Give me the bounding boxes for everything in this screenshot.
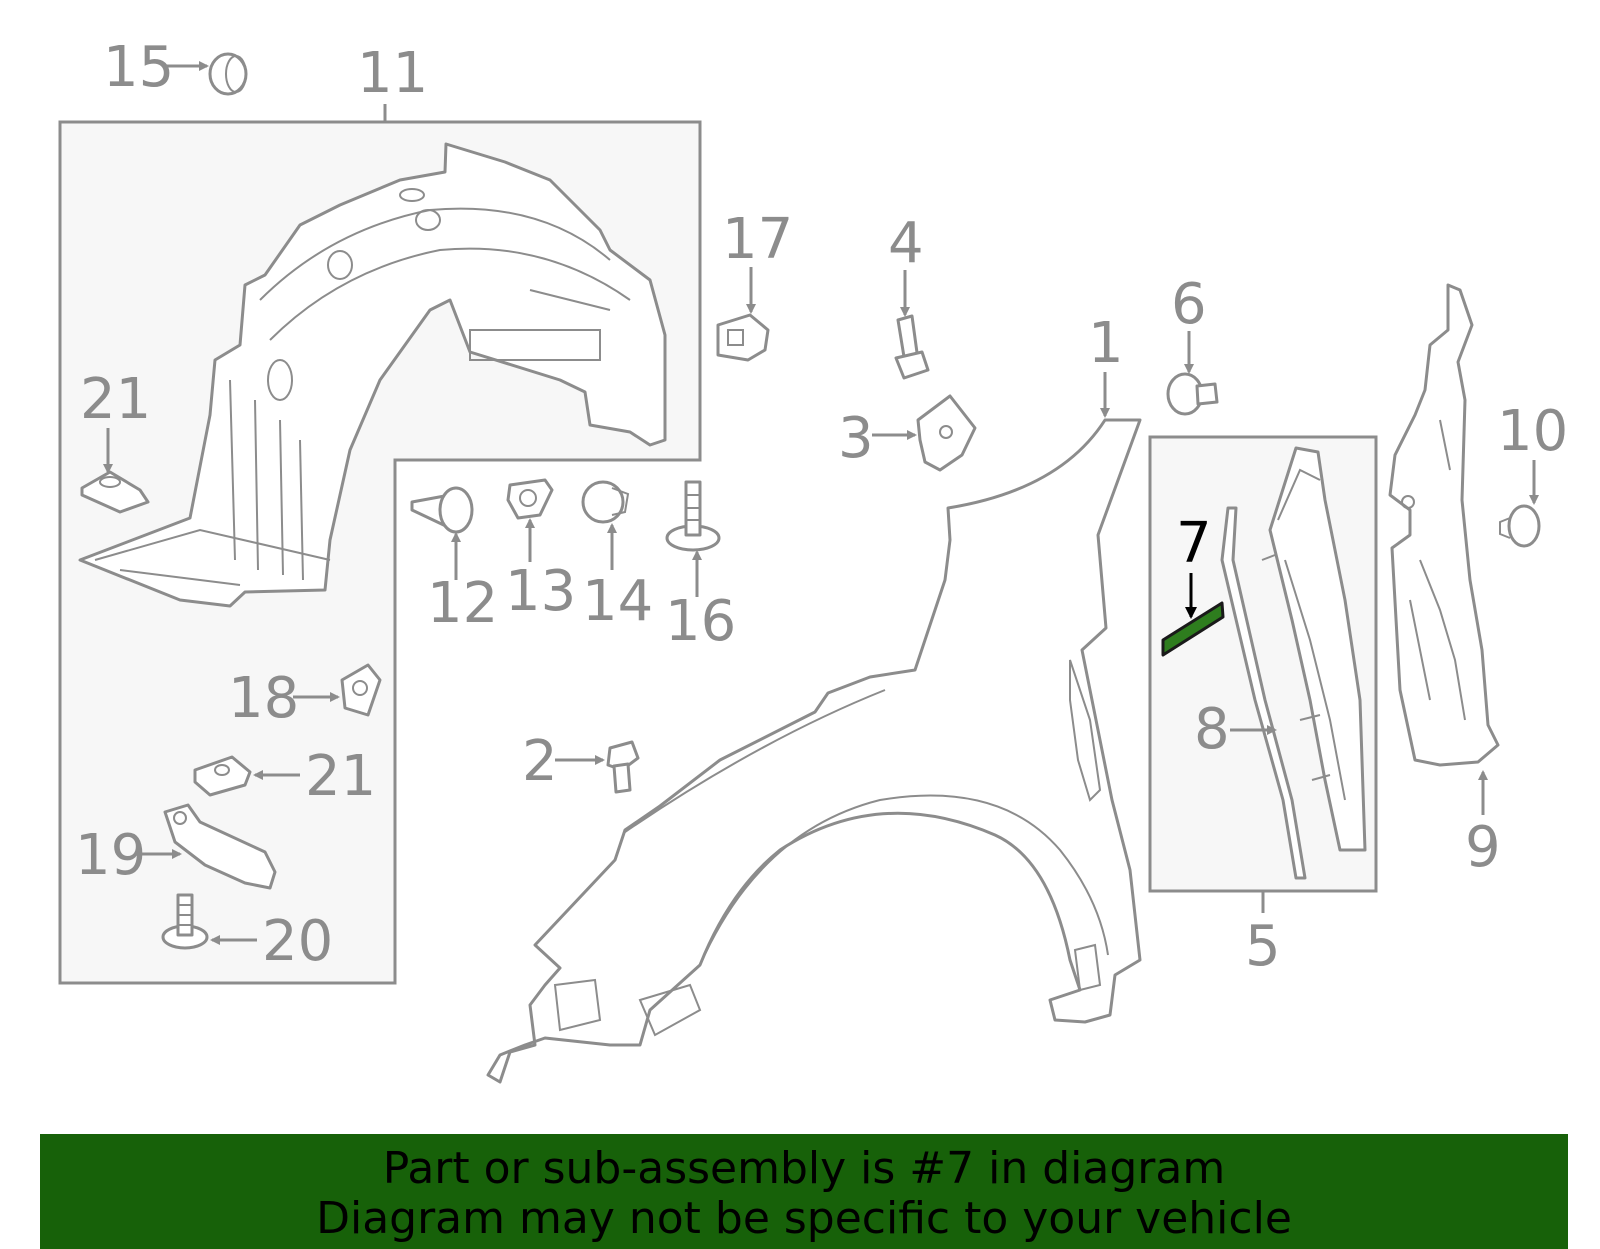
callout-6: 6 — [1171, 272, 1207, 337]
callout-10: 10 — [1497, 399, 1568, 464]
callout-4: 4 — [888, 211, 924, 276]
callout-9: 9 — [1465, 815, 1501, 880]
part-2-bolt — [606, 740, 640, 794]
callout-19: 19 — [75, 823, 146, 888]
callout-5: 5 — [1245, 914, 1281, 979]
callout-18: 18 — [228, 666, 299, 731]
part-13-clip — [506, 478, 554, 520]
callout-numbers: 15 11 21 17 4 3 6 1 10 7 12 13 14 16 18 … — [75, 35, 1568, 979]
callout-16: 16 — [665, 589, 736, 654]
notice-banner: Part or sub-assembly is #7 in diagram Di… — [40, 1134, 1568, 1249]
part-4-bolt — [894, 314, 930, 380]
part-12-clip — [410, 486, 474, 534]
part-19-bracket — [163, 803, 277, 890]
callout-14: 14 — [582, 569, 653, 634]
part-6-bolt — [1166, 372, 1219, 416]
callout-12: 12 — [427, 571, 498, 636]
fender-liner-part — [78, 142, 667, 608]
callout-15: 15 — [103, 35, 174, 100]
part-18-nut — [340, 663, 382, 717]
part-3-bracket — [916, 394, 977, 472]
part-1-fender — [486, 418, 1142, 1084]
part-16-bolt — [665, 480, 721, 552]
part-20-bolt — [161, 893, 209, 950]
callout-21-lower: 21 — [305, 744, 376, 809]
callout-13: 13 — [505, 559, 576, 624]
callout-11: 11 — [357, 41, 428, 106]
callout-3: 3 — [838, 406, 874, 471]
part-15-grommet — [208, 52, 248, 96]
callout-17: 17 — [722, 207, 793, 272]
callout-2: 2 — [522, 729, 558, 794]
banner-line-1: Part or sub-assembly is #7 in diagram — [382, 1143, 1226, 1194]
part-10-clip — [1499, 504, 1541, 548]
callout-21-upper: 21 — [80, 367, 151, 432]
part-8-molding — [1220, 506, 1307, 880]
callout-20: 20 — [262, 909, 333, 974]
callout-1: 1 — [1088, 311, 1124, 376]
part-9-splash-shield — [1388, 283, 1500, 767]
part-7-highlighted — [1161, 601, 1225, 657]
part-5-garnish — [1261, 446, 1367, 852]
part-21-clip-lower — [193, 755, 252, 797]
leader-lines — [103, 61, 1539, 945]
callout-8: 8 — [1194, 697, 1230, 762]
banner-line-2: Diagram may not be specific to your vehi… — [316, 1193, 1292, 1244]
part-17-nut — [716, 313, 770, 362]
part-14-clip — [581, 480, 630, 524]
callout-7: 7 — [1176, 511, 1212, 576]
